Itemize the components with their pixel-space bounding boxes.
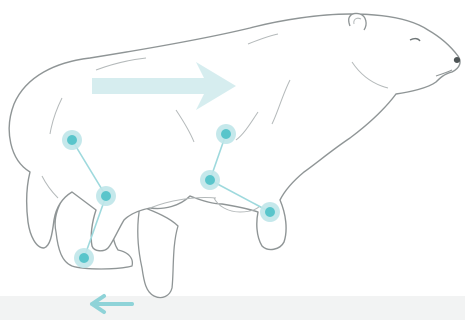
nose-icon — [454, 57, 460, 63]
joint-shoulder — [216, 124, 236, 144]
far-front-leg — [138, 206, 178, 298]
joint-elbow — [200, 170, 220, 190]
joint-hind-paw — [74, 248, 94, 268]
joint-front-paw — [260, 202, 280, 222]
joint-hind-knee — [96, 186, 116, 206]
arrow-left-icon — [92, 296, 132, 312]
joint-hip — [62, 130, 82, 150]
